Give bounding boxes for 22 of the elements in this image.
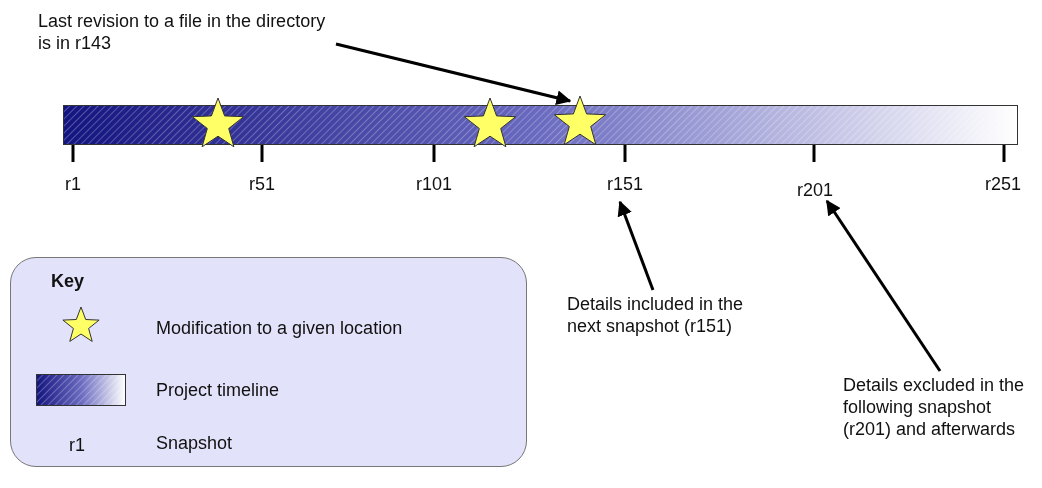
key-panel — [10, 257, 527, 467]
legend-text: Snapshot — [156, 432, 233, 454]
arrow — [335, 42, 572, 106]
star-icon — [462, 95, 518, 151]
callout-text: Details excluded in the following snapshot (r201) and afterwards — [843, 374, 1028, 440]
star-icon — [552, 93, 608, 149]
snapshot-label: r101 — [415, 173, 453, 195]
legend-text: Project timeline — [156, 379, 280, 401]
arrow — [825, 199, 942, 372]
snapshot-label: r151 — [590, 173, 660, 195]
callout-text: Details included in the next snapshot (r151) — [567, 293, 777, 337]
callout-text: Last revision to a file in the directory is in r143 — [38, 10, 338, 54]
snapshot-label: r201 — [780, 179, 850, 201]
snapshot-label: r51 — [248, 173, 276, 195]
timeline-bar — [63, 105, 1018, 145]
key-heading: Key — [51, 270, 85, 292]
legend-text: Modification to a given location — [156, 317, 403, 339]
arrow — [617, 200, 655, 291]
snapshot-label: r251 — [984, 173, 1022, 195]
snapshot-label: r1 — [68, 434, 86, 456]
star-icon — [190, 95, 246, 151]
snapshot-label: r1 — [64, 173, 82, 195]
